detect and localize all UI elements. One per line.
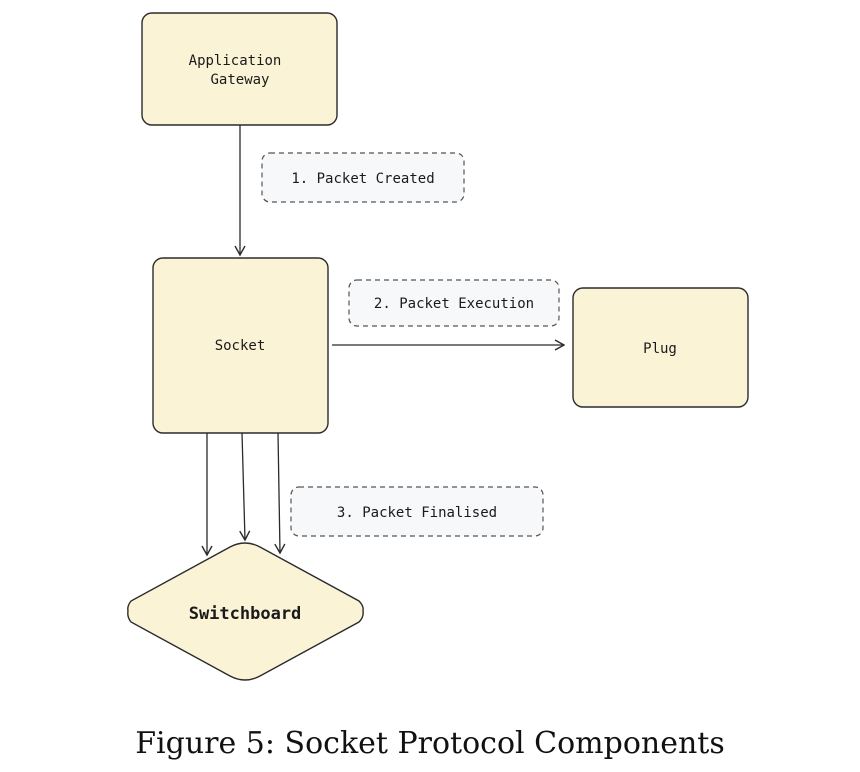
plug-label: Plug — [643, 341, 677, 357]
socket-node: Socket — [152, 257, 329, 434]
socket-label: Socket — [215, 338, 266, 354]
application-gateway-label-line1: Application — [189, 53, 282, 69]
switchboard-node: Switchboard — [127, 542, 364, 681]
application-gateway-label-line2: Gateway — [210, 72, 269, 88]
packet-execution-text: 2. Packet Execution — [374, 296, 534, 312]
packet-created-text: 1. Packet Created — [291, 171, 434, 187]
figure-caption: Figure 5: Socket Protocol Components — [135, 726, 725, 761]
edge-label-packet-execution: 2. Packet Execution — [348, 279, 560, 327]
packet-finalised-text: 3. Packet Finalised — [337, 505, 497, 521]
plug-node: Plug — [572, 287, 749, 408]
edge-socket-to-switchboard-3 — [274, 432, 286, 555]
edge-socket-to-switchboard-2 — [239, 432, 251, 542]
switchboard-label: Switchboard — [189, 604, 302, 624]
edge-label-packet-finalised: 3. Packet Finalised — [290, 486, 544, 537]
edge-label-packet-created: 1. Packet Created — [261, 152, 465, 203]
application-gateway-node: Application Gateway — [141, 12, 338, 126]
